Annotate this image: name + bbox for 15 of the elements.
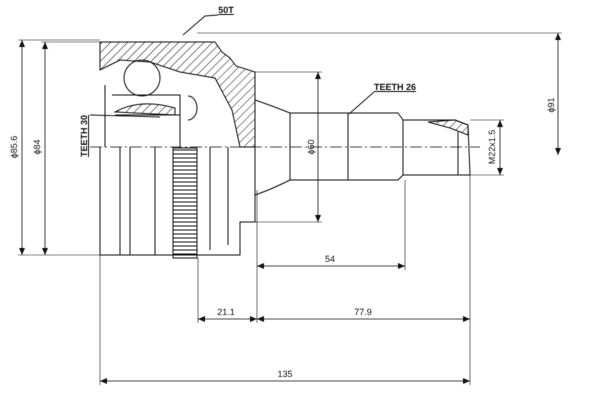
leader-line: [90, 114, 160, 118]
leader-line: [182, 14, 219, 36]
callout-label: TEETH 30: [79, 115, 89, 157]
dimension-label: 77.9: [354, 307, 372, 317]
dimension-label: 135: [277, 369, 293, 379]
dimension-label: M22x1.5: [487, 130, 497, 164]
callout-label: TEETH 26: [374, 82, 416, 92]
dimension-label: 54: [325, 254, 335, 264]
dimension-label: ϕ84: [32, 139, 42, 155]
leader-line: [348, 92, 374, 114]
dimension-label: ϕ60: [306, 139, 316, 155]
callout-label: 50T: [218, 5, 234, 15]
dimension-label: 21.1: [217, 307, 235, 317]
dimension-label: ϕ91: [546, 97, 556, 113]
dimension-label: ϕ85.6: [9, 136, 19, 158]
